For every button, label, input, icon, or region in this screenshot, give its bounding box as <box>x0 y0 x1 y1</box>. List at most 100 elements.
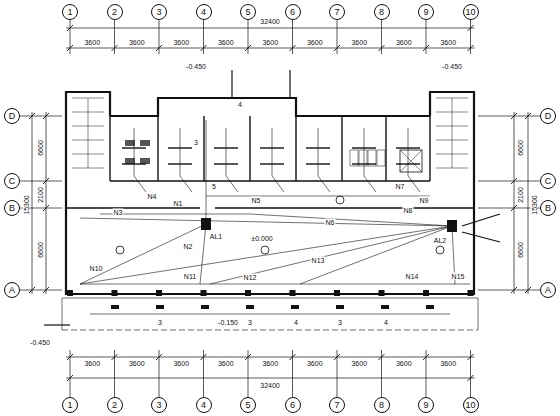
dimension-text: 2100 <box>517 186 524 204</box>
incoming-cable <box>289 70 290 98</box>
circuit-label: N1 <box>173 200 184 207</box>
ceiling-lamp <box>336 196 344 204</box>
wiring <box>90 314 450 315</box>
dimension-text: 3600 <box>128 360 146 367</box>
corridor-wall <box>110 180 430 181</box>
dimension-line <box>32 112 33 294</box>
elevator-cross <box>400 150 422 172</box>
axis-bubble: 6 <box>285 397 301 413</box>
elevation-mark: -0.450 <box>29 339 51 346</box>
axis-number: 8 <box>379 8 384 17</box>
fluorescent-lamp <box>122 147 146 148</box>
dimension-text: 15300 <box>23 194 30 215</box>
axis-number: 9 <box>423 401 428 410</box>
axis-number: 5 <box>245 8 250 17</box>
entry-step <box>44 324 70 325</box>
axis-number: 2 <box>112 401 117 410</box>
dimension-text: 3600 <box>217 360 235 367</box>
dim-tick <box>334 354 340 360</box>
ceiling-lamp <box>436 246 444 254</box>
stair-rail <box>88 98 89 168</box>
wall-lamp <box>426 305 434 309</box>
fluorescent-lamp <box>396 147 420 148</box>
wire-count: 4 <box>293 319 299 326</box>
circuit-label: N13 <box>311 257 326 264</box>
dim-tick <box>43 287 49 293</box>
canopy-line <box>62 330 478 331</box>
equipment-cabinet <box>125 158 135 164</box>
dimension-text: 3600 <box>172 360 190 367</box>
dim-tick <box>511 205 517 211</box>
partition-wall <box>249 116 250 181</box>
incoming-cable <box>462 214 500 226</box>
dimension-text: 6600 <box>37 139 44 157</box>
dim-tick <box>468 25 474 31</box>
dim-tick <box>290 354 296 360</box>
distribution-box <box>201 218 211 230</box>
stair-rail <box>452 98 453 168</box>
dim-tick <box>67 25 73 31</box>
dim-tick <box>43 178 49 184</box>
dim-tick <box>423 354 429 360</box>
wall-lamp <box>201 305 209 309</box>
axis-bubble: D <box>4 108 20 124</box>
dimension-text: 3600 <box>128 39 146 46</box>
axis-number: B <box>545 204 551 213</box>
axis-bubble: 4 <box>196 397 212 413</box>
wiring <box>272 128 284 192</box>
circuit-label: N10 <box>89 265 104 272</box>
axis-number: 7 <box>334 8 339 17</box>
wall-lamp <box>336 305 344 309</box>
wiring <box>180 128 192 192</box>
column <box>423 290 429 296</box>
dimension-text: 6600 <box>517 241 524 259</box>
dim-tick <box>201 354 207 360</box>
axis-bubble: 3 <box>151 397 167 413</box>
dim-tick <box>511 178 517 184</box>
wall-lamp <box>111 305 119 309</box>
axis-bubble: C <box>4 173 20 189</box>
axis-bubble: 2 <box>107 4 123 20</box>
wiring <box>80 226 452 284</box>
wiring <box>206 196 430 197</box>
equipment-cabinet <box>140 140 150 146</box>
axis-number: B <box>9 204 15 213</box>
fluorescent-lamp <box>306 147 330 148</box>
axis-bubble: 5 <box>240 397 256 413</box>
dim-tick <box>468 375 474 381</box>
axis-bubble: D <box>540 108 556 124</box>
dim-tick <box>379 354 385 360</box>
wire-count: 4 <box>383 319 389 326</box>
dimension-text: 3600 <box>439 360 457 367</box>
wire-count: 3 <box>337 319 343 326</box>
dim-tick <box>334 45 340 51</box>
dimension-text: 3600 <box>217 39 235 46</box>
partition-wall <box>157 116 158 181</box>
axis-number: 3 <box>156 8 161 17</box>
circuit-label: N8 <box>403 207 414 214</box>
dimension-text: 3600 <box>350 360 368 367</box>
axis-number: 1 <box>67 401 72 410</box>
column <box>468 290 474 296</box>
elevation-mark: -0.450 <box>185 63 207 70</box>
elevation-mark: ±0.000 <box>250 235 273 242</box>
canopy-line <box>62 298 478 299</box>
partition-wall <box>203 116 204 181</box>
dimension-text: 3600 <box>261 39 279 46</box>
dimension-text: 3600 <box>83 360 101 367</box>
axis-line <box>478 290 540 291</box>
dimension-text: 3600 <box>83 39 101 46</box>
wiring <box>210 226 452 284</box>
circuit-label: N6 <box>325 219 336 226</box>
axis-number: 7 <box>334 401 339 410</box>
dimension-text: 32400 <box>259 382 280 389</box>
fluorescent-lamp <box>260 147 284 148</box>
axis-line <box>20 290 62 291</box>
dimension-line <box>514 112 515 294</box>
axis-bubble: 1 <box>62 4 78 20</box>
axis-bubble: B <box>540 200 556 216</box>
dim-tick <box>201 45 207 51</box>
dim-tick <box>525 113 531 119</box>
